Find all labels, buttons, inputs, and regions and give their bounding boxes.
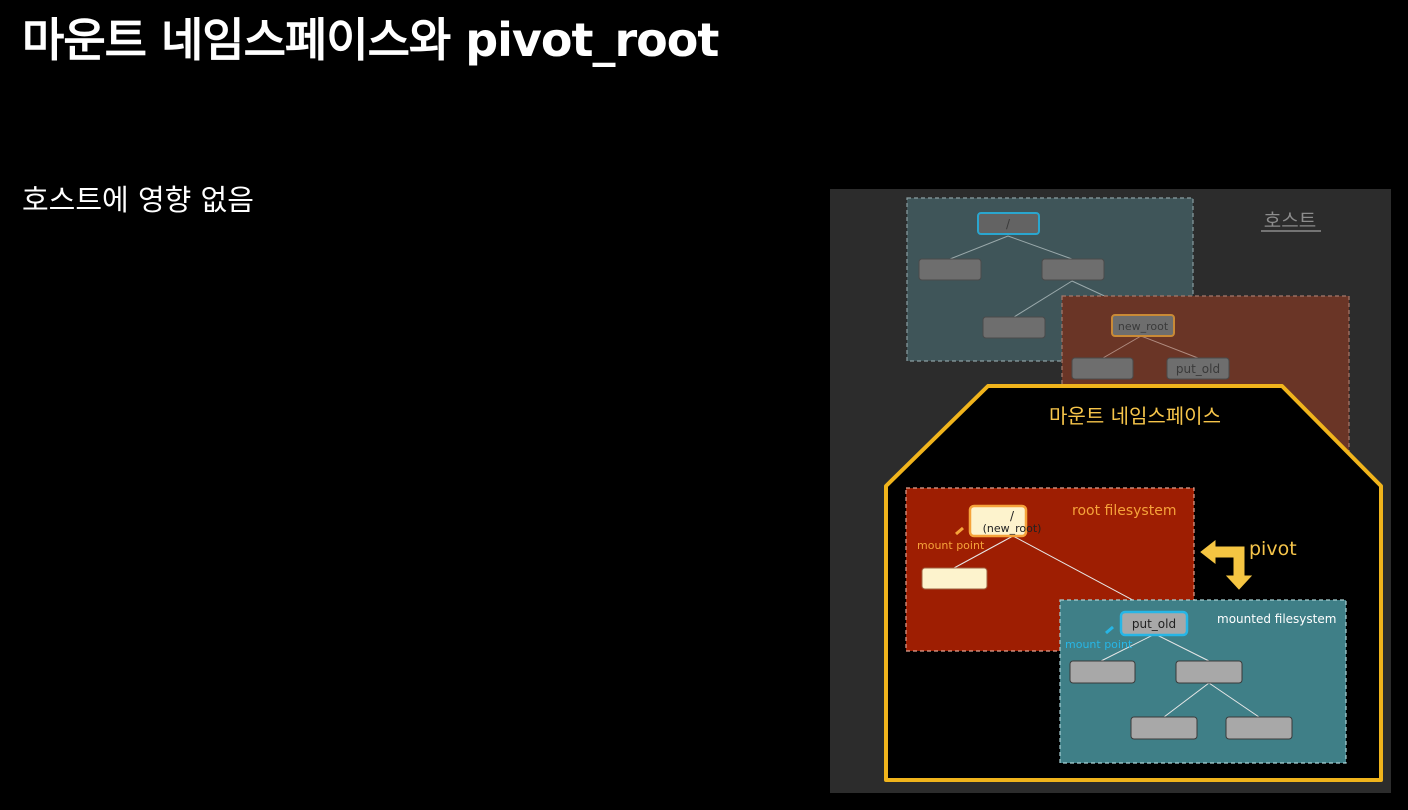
host-tree-edge <box>1140 335 1199 359</box>
host-tree-edge <box>1007 235 1073 260</box>
root-tree-edge <box>953 535 1014 569</box>
host-tree-node <box>1071 357 1134 380</box>
mounted-tree-edge <box>1163 682 1210 718</box>
mounted-tree-node <box>1130 716 1198 740</box>
mounted-tree-edge <box>1208 682 1260 718</box>
root-node <box>968 504 1028 538</box>
mount-point-label: mount point <box>917 539 985 552</box>
pivot-arrow-icon <box>1200 539 1253 590</box>
host-label: 호스트 <box>1264 210 1316 232</box>
root-tree-edge <box>1012 535 1156 613</box>
host-new-root-node <box>1111 314 1175 337</box>
host-new-root-node-label: new_root <box>1118 320 1169 333</box>
host-tree-node <box>1041 258 1105 281</box>
mounted-tree-edge <box>1100 633 1156 662</box>
mounted-tree-node <box>1069 660 1136 684</box>
put-old-node <box>1119 610 1189 637</box>
mounted-filesystem-label: mounted filesystem <box>1217 612 1336 626</box>
pivot-label: pivot <box>1249 538 1297 560</box>
page-subtitle: 호스트에 영향 없음 <box>22 183 254 217</box>
root-filesystem-label: root filesystem <box>1072 503 1176 519</box>
host-tree-edge <box>1102 335 1142 359</box>
host-put-old-node <box>1166 357 1230 380</box>
host-tree-edge <box>1013 280 1073 318</box>
host-root-node <box>977 212 1040 235</box>
put-old-node-label: put_old <box>1132 617 1176 631</box>
root-node-label-new-root: (new_root) <box>983 522 1042 535</box>
mount-namespace-label: 마운트 네임스페이스 <box>1049 404 1221 428</box>
mounted-tree-node <box>1225 716 1293 740</box>
pivot-root-diagram: 호스트 / new_root put_old 마운트 네임스페이스 root f… <box>830 189 1391 793</box>
host-root-node-label: / <box>1006 217 1011 231</box>
host-tree-node <box>982 316 1046 339</box>
host-tree-edge <box>949 235 1009 260</box>
root-fs-child-node <box>921 567 988 590</box>
host-tree-node <box>918 258 982 281</box>
mounted-tree-node <box>1175 660 1243 684</box>
page-title: 마운트 네임스페이스와 pivot_root <box>22 13 719 67</box>
host-put-old-node-label: put_old <box>1176 362 1220 376</box>
mount-point-pointer-2 <box>1105 625 1114 635</box>
mount-point-pointer <box>955 526 964 536</box>
mount-point-label-2: mount point <box>1065 638 1133 651</box>
mounted-tree-edge <box>1154 633 1210 662</box>
root-node-label-slash: / <box>1010 509 1015 523</box>
